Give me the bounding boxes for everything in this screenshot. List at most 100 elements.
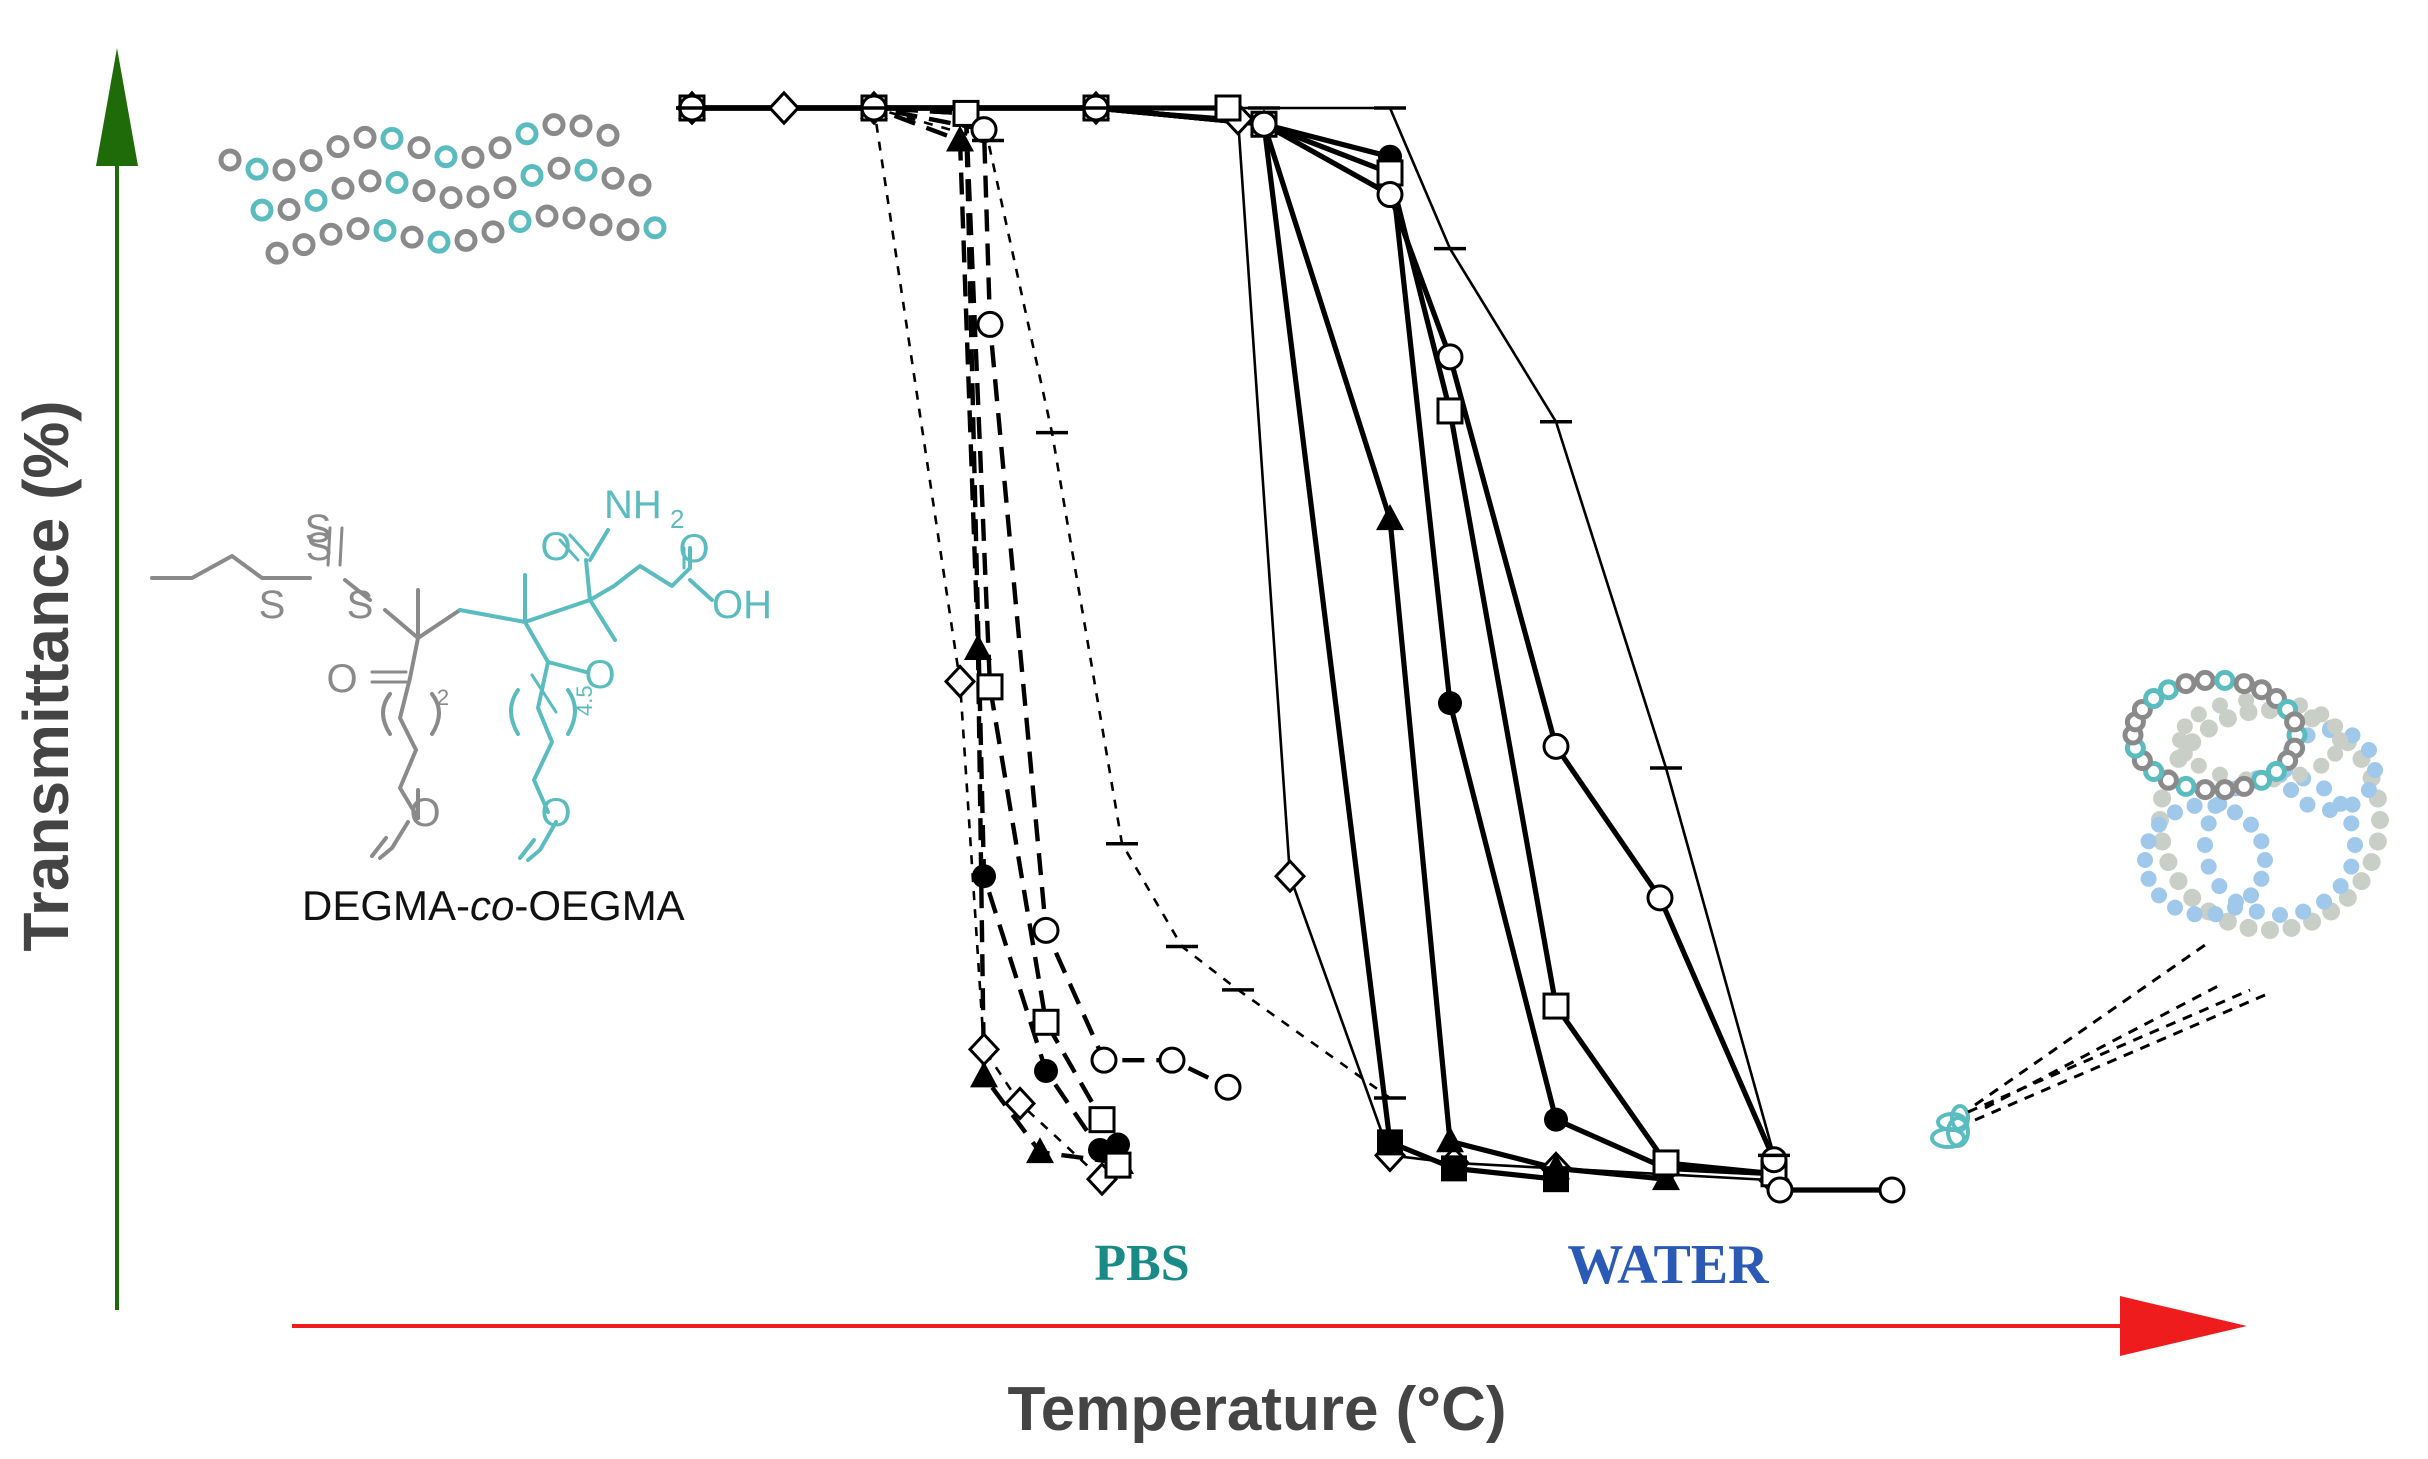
bead xyxy=(2283,782,2300,798)
series-line-water-circle-filled xyxy=(692,105,1775,1177)
chain-bead xyxy=(218,148,242,172)
data-point xyxy=(970,1061,998,1088)
bead xyxy=(2313,706,2330,723)
svg-text:4.5: 4.5 xyxy=(572,685,597,716)
series-markers-pbs-square-open xyxy=(678,94,1132,1179)
chain-bead xyxy=(628,173,652,197)
bead xyxy=(2211,878,2228,895)
data-point xyxy=(943,664,977,699)
series-line-water-dash xyxy=(692,106,1776,1156)
bead xyxy=(2212,697,2228,714)
oegma-segment xyxy=(458,528,714,862)
chain-bead xyxy=(493,176,517,200)
bead xyxy=(2362,853,2381,872)
bead xyxy=(2352,872,2371,891)
data-point xyxy=(1766,1176,1794,1204)
bead xyxy=(2167,899,2183,916)
bead xyxy=(2371,811,2389,829)
chain-bead xyxy=(2265,760,2287,782)
data-point xyxy=(1003,1086,1037,1121)
series-line-water-diamond-open xyxy=(692,106,1775,1182)
series-markers-water-circle-filled xyxy=(680,96,1786,1186)
data-point xyxy=(767,90,801,126)
series-markers-water-diamond-open xyxy=(675,90,1791,1198)
chain-bead xyxy=(346,217,370,241)
data-point xyxy=(1878,1176,1906,1204)
aggregate-beads xyxy=(2137,692,2389,939)
bead xyxy=(2137,852,2153,868)
chain-bead xyxy=(2214,779,2236,801)
bead xyxy=(2242,887,2259,904)
bead xyxy=(2153,832,2172,851)
chain-bead xyxy=(643,216,667,240)
data-point xyxy=(976,673,1004,701)
bead xyxy=(2200,858,2217,875)
bead xyxy=(2151,816,2168,833)
series-line-pbs-square-open xyxy=(692,105,1121,1166)
data-point xyxy=(1376,181,1404,209)
series-markers-pbs-circle-filled xyxy=(680,96,1130,1162)
aggregate-top-loop xyxy=(2122,669,2308,801)
water-label: WATER xyxy=(1567,1234,1769,1296)
data-point xyxy=(1436,397,1464,425)
bead xyxy=(2344,727,2361,744)
bead xyxy=(2253,833,2270,850)
data-point xyxy=(976,310,1004,338)
svg-text:O: O xyxy=(678,527,709,571)
chain-bead xyxy=(2233,673,2255,695)
chain-bead xyxy=(488,136,512,160)
data-point xyxy=(1542,732,1570,760)
collapsed-globule-illustration xyxy=(1930,669,2389,1149)
chain-bead xyxy=(385,171,409,195)
series-line-pbs-circle-filled xyxy=(692,105,1119,1153)
collapsed-coil xyxy=(1930,1104,1970,1149)
series-markers-water-square-filled xyxy=(679,95,1569,1193)
data-point xyxy=(1214,94,1242,122)
chain-bead xyxy=(2251,679,2273,701)
bead xyxy=(2176,718,2193,735)
chain-bead xyxy=(304,188,328,212)
chain-bead xyxy=(2175,775,2197,797)
chain-bead xyxy=(508,210,532,234)
chain-bead xyxy=(547,156,571,180)
chain-bead xyxy=(569,114,593,138)
chain-bead xyxy=(250,198,274,222)
bead xyxy=(2190,757,2207,774)
svg-text:O: O xyxy=(540,525,571,569)
bead xyxy=(2360,742,2377,758)
data-point xyxy=(946,125,974,152)
data-point xyxy=(1441,1155,1467,1182)
chain-bead xyxy=(461,145,485,169)
series-line-pbs-dash xyxy=(692,106,1391,1100)
bead xyxy=(2261,921,2279,939)
bead xyxy=(2218,912,2237,931)
bead xyxy=(2238,692,2255,709)
bead xyxy=(2207,797,2224,814)
data-point xyxy=(1032,1008,1060,1036)
pbs-label: PBS xyxy=(1094,1235,1189,1292)
bead xyxy=(2316,780,2333,797)
oegma-atoms: NH 2 O O OH O O 4.5 xyxy=(540,483,772,835)
bead xyxy=(2200,815,2217,832)
chain-bead xyxy=(2157,769,2179,791)
bead xyxy=(2153,789,2172,808)
chain-bead xyxy=(439,186,463,210)
molecule-label: DEGMA-co-OEGMA xyxy=(302,882,685,929)
bead xyxy=(2197,837,2213,853)
svg-text:O: O xyxy=(409,791,440,835)
zoom-line xyxy=(1984,983,2221,1110)
bead xyxy=(2343,815,2360,832)
chain-bead xyxy=(574,158,598,182)
bead xyxy=(2140,870,2157,887)
bead xyxy=(2199,719,2218,738)
data-point xyxy=(964,634,992,660)
bead xyxy=(2327,745,2344,762)
chain-bead xyxy=(434,145,458,169)
chain-bead xyxy=(601,166,625,190)
y-axis-arrow xyxy=(96,48,138,1310)
series-markers-pbs-dash xyxy=(676,106,1406,1100)
bead xyxy=(2299,796,2316,813)
bead xyxy=(2212,766,2228,783)
chain-bead xyxy=(481,220,505,244)
series-markers-pbs-circle-open xyxy=(678,94,1242,1101)
